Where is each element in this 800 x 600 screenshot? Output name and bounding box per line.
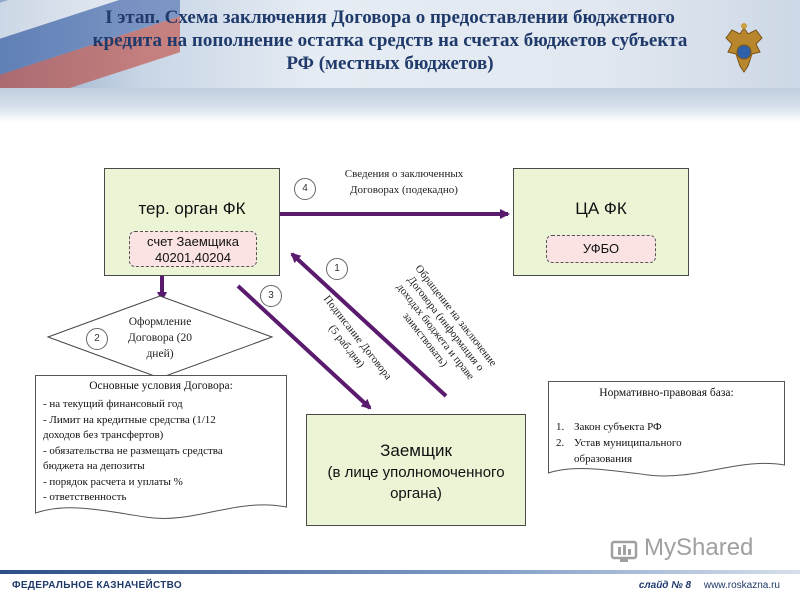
slide-number: слайд № 8 <box>638 580 692 591</box>
legal-basis-document-shape <box>548 381 785 477</box>
conditions-list: - на текущий финансовый год - Лимит на к… <box>43 397 223 506</box>
borrower-subtitle-1: (в лице уполномоченного <box>327 464 505 481</box>
header-band <box>0 88 800 122</box>
ter-organ-box: тер. орган ФК счет Заемщика 40201,40204 <box>104 168 280 276</box>
list-text: Закон субъекта РФ <box>574 421 662 433</box>
list-item: - обязательства не размещать средства <box>43 444 223 457</box>
legal-basis-title: Нормативно-правовая база: <box>599 387 734 399</box>
list-item: - порядок расчета и уплаты % <box>43 475 183 488</box>
step4-badge: 4 <box>294 178 316 200</box>
borrower-title: Заемщик <box>380 441 452 460</box>
ufbo-tag: УФБО <box>546 235 656 263</box>
diamond-line-2: Договора (20 <box>128 332 192 344</box>
list-item: образования <box>556 451 682 467</box>
list-item: 1. Закон субъекта РФ <box>556 419 682 435</box>
watermark-label: MyShared <box>644 534 754 561</box>
borrower-account-label: счет Заемщика <box>147 234 239 249</box>
borrower-subtitle-2: органа) <box>390 485 442 502</box>
title-line-3: РФ (местных бюджетов) <box>286 53 494 74</box>
slide-header: I этап. Схема заключения Договора о пред… <box>0 0 800 88</box>
footer-divider <box>0 570 800 574</box>
list-item: бюджета на депозиты <box>43 460 145 472</box>
myshared-logo-icon <box>610 540 638 562</box>
step4-line-2: Договорах (подекадно) <box>350 184 458 196</box>
step4-label: Сведения о заключенных Договорах (подека… <box>322 166 486 198</box>
borrower-account-numbers: 40201,40204 <box>155 250 231 265</box>
diamond-line-1: Оформление <box>128 316 192 328</box>
list-item: - ответственность <box>43 491 127 503</box>
list-text: образования <box>574 453 633 465</box>
ca-fk-title: ЦА ФК <box>575 199 627 218</box>
list-item: доходов без трансфертов) <box>43 429 164 441</box>
borrower-box: Заемщик (в лице уполномоченного органа) <box>306 414 526 526</box>
list-number: 1. <box>556 421 565 433</box>
list-number: 2. <box>556 437 565 449</box>
list-item: 2. Устав муниципального <box>556 435 682 451</box>
slide-footer: ФЕДЕРАЛЬНОЕ КАЗНАЧЕЙСТВО слайд № 8 www.r… <box>0 568 800 600</box>
step2-badge: 2 <box>86 328 108 350</box>
title-line-2: кредита на пополнение остатка средств на… <box>92 30 688 51</box>
step4-line-1: Сведения о заключенных <box>344 168 464 180</box>
arrow-step1 <box>290 252 448 398</box>
footer-organization: ФЕДЕРАЛЬНОЕ КАЗНАЧЕЙСТВО <box>12 580 182 591</box>
legal-basis-document: Нормативно-правовая база: 1. Закон субъек… <box>548 381 785 481</box>
conditions-document-shape <box>35 375 287 519</box>
slide-title: I этап. Схема заключения Договора о пред… <box>40 6 740 75</box>
list-text: Устав муниципального <box>574 437 682 449</box>
footer-url[interactable]: www.roskazna.ru <box>703 580 780 591</box>
conditions-title: Основные условия Договора: <box>89 380 233 392</box>
legal-basis-list: 1. Закон субъекта РФ 2. Устав муниципально… <box>556 419 682 467</box>
diamond-line-3: дней) <box>146 348 174 360</box>
step1-badge: 1 <box>326 258 348 280</box>
list-item: - на текущий финансовый год <box>43 398 183 410</box>
conditions-document: Основные условия Договора: - на текущий … <box>35 375 287 525</box>
double-headed-eagle-emblem-icon <box>725 23 763 73</box>
footer-right: слайд № 8 www.roskazna.ru <box>639 580 780 591</box>
watermark-text: MyShared <box>644 534 753 562</box>
title-line-1: I этап. Схема заключения Договора о пред… <box>105 7 675 28</box>
ter-organ-title: тер. орган ФК <box>138 199 246 218</box>
list-item: - Лимит на кредитные средства (1/12 <box>43 413 216 426</box>
step3-badge: 3 <box>260 285 282 307</box>
ca-fk-box: ЦА ФК УФБО <box>513 168 689 276</box>
diamond-label: Оформление Договора (20 дней) <box>110 314 210 362</box>
arrow-step3 <box>236 284 372 410</box>
borrower-account-tag: счет Заемщика 40201,40204 <box>129 231 257 267</box>
